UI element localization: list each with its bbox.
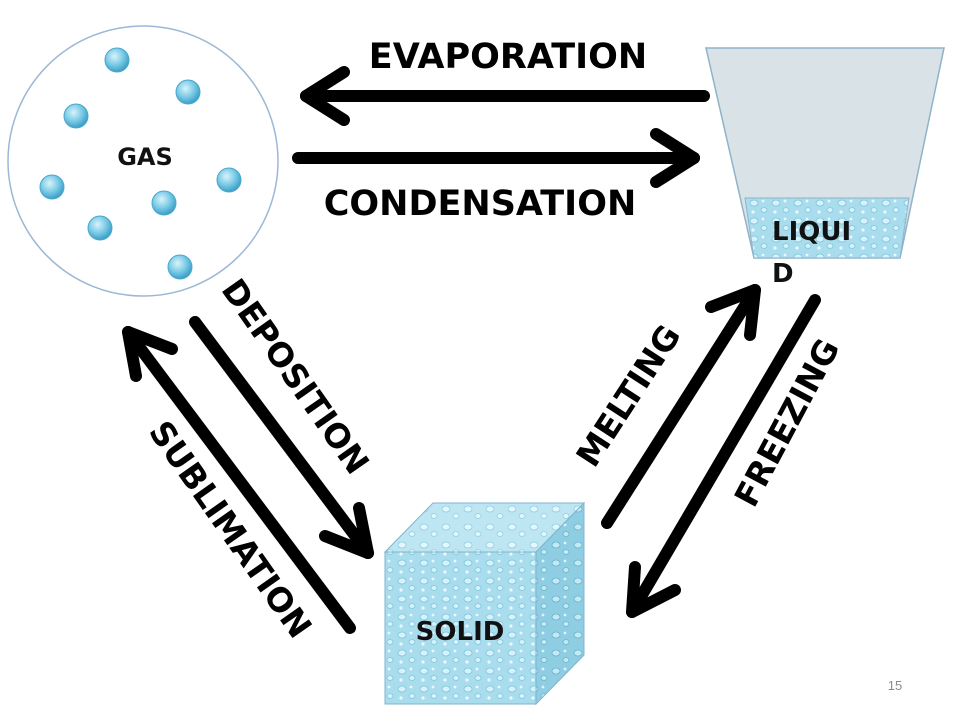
gas-molecule (216, 167, 242, 193)
gas-molecule (175, 79, 201, 105)
gas-molecule (63, 103, 89, 129)
liquid-label-line2: D (772, 259, 794, 289)
gas-molecule (39, 174, 65, 200)
gas-molecule (167, 254, 193, 280)
gas-label: GAS (117, 143, 173, 171)
liquid-water (744, 197, 910, 259)
melting-arrow (601, 284, 761, 529)
page-number: 15 (887, 678, 903, 693)
solid-state: SOLID (383, 501, 586, 706)
deposition-arrow (189, 316, 374, 559)
gas-state: GAS (7, 25, 279, 297)
gas-molecules (39, 47, 242, 280)
sublimation-arrow (122, 326, 356, 634)
solid-cube-front (384, 551, 537, 705)
evaporation-arrow (300, 66, 710, 126)
liquid-label-line1: LIQUI (772, 217, 851, 247)
solid-label: SOLID (416, 617, 505, 647)
gas-molecule (151, 190, 177, 216)
liquid-state: LIQUI D (705, 47, 945, 289)
gas-circle (7, 25, 279, 297)
condensation-arrow (292, 128, 700, 188)
melting-label: MELTING (568, 318, 688, 474)
gas-molecule (87, 215, 113, 241)
evaporation-label: EVAPORATION (369, 37, 647, 77)
condensation-label: CONDENSATION (324, 184, 637, 224)
freezing-arrow (626, 294, 821, 618)
gas-molecule (104, 47, 130, 73)
